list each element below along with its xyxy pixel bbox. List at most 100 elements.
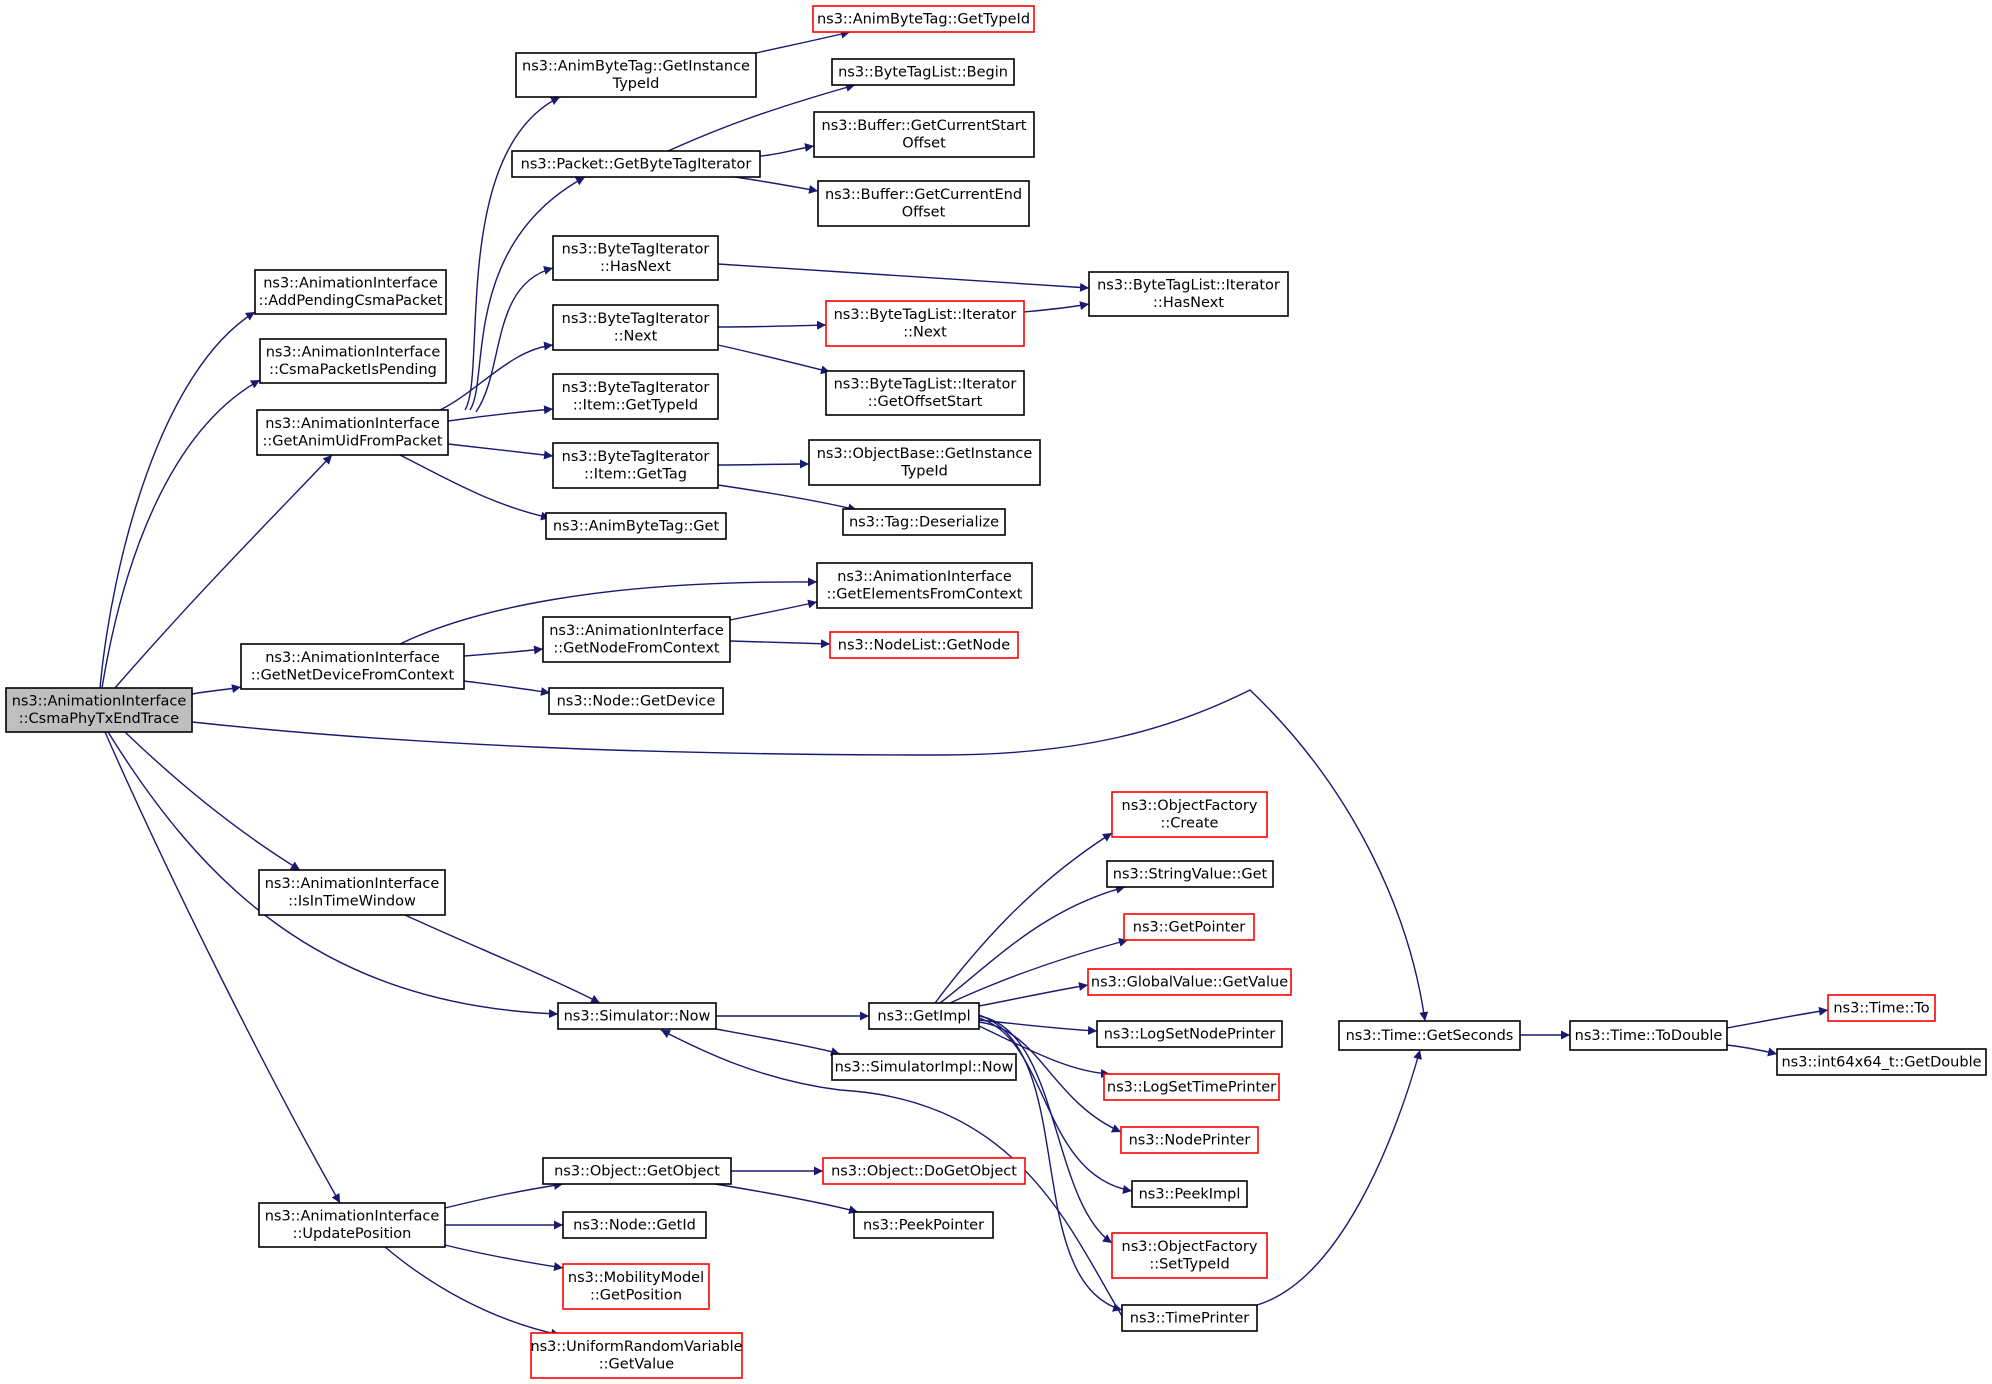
node-btiNext[interactable]: ns3::ByteTagIterator::Next xyxy=(552,304,719,351)
edges-layer xyxy=(99,29,1829,1338)
node-getImpl[interactable]: ns3::GetImpl xyxy=(868,1002,980,1030)
node-addPending[interactable]: ns3::AnimationInterface::AddPendingCsmaP… xyxy=(254,269,447,315)
node-objFactCreate[interactable]: ns3::ObjectFactory::Create xyxy=(1111,791,1268,838)
node-box xyxy=(557,1002,717,1030)
node-label-line: ns3::AnimationInterface xyxy=(12,694,187,710)
node-getAnimUid[interactable]: ns3::AnimationInterface::GetAnimUidFromP… xyxy=(256,409,449,456)
node-box xyxy=(548,687,724,715)
node-abtGet[interactable]: ns3::AnimByteTag::Get xyxy=(545,512,727,540)
node-label-line: TypeId xyxy=(900,464,948,480)
node-getPointer[interactable]: ns3::GetPointer xyxy=(1123,913,1255,941)
node-box xyxy=(816,562,1033,609)
node-box xyxy=(240,643,465,690)
node-box xyxy=(1123,913,1255,941)
node-label-line: ::Next xyxy=(614,329,658,345)
node-label-line: ns3::ByteTagList::Iterator xyxy=(834,377,1017,393)
node-label-line: ns3::Packet::GetByteTagIterator xyxy=(521,156,752,172)
node-box xyxy=(842,508,1006,536)
edge-getImpl-to-logSetTime xyxy=(978,1025,1111,1079)
node-label-line: ns3::Tag::Deserialize xyxy=(849,514,999,530)
node-btiHasNext[interactable]: ns3::ByteTagIterator::HasNext xyxy=(552,235,719,281)
edge-root-to-getNetDev xyxy=(191,684,242,695)
node-objDoGetObject[interactable]: ns3::Object::DoGetObject xyxy=(822,1157,1026,1185)
node-objFactSetType[interactable]: ns3::ObjectFactory::SetTypeId xyxy=(1111,1232,1268,1279)
node-box xyxy=(562,1211,707,1239)
node-peekImpl[interactable]: ns3::PeekImpl xyxy=(1131,1180,1248,1208)
node-box xyxy=(1120,1126,1259,1154)
node-btlBegin[interactable]: ns3::ByteTagList::Begin xyxy=(831,58,1015,86)
node-updatePos[interactable]: ns3::AnimationInterface::UpdatePosition xyxy=(258,1202,446,1248)
node-box xyxy=(853,1211,994,1239)
edge-root-to-getAnimUid xyxy=(114,454,333,689)
edge-getImpl-to-nodePrinter xyxy=(978,1021,1122,1133)
node-isInTime[interactable]: ns3::AnimationInterface::IsInTimeWindow xyxy=(258,869,446,916)
nodes-layer: ns3::AnimationInterface::CsmaPhyTxEndTra… xyxy=(5,5,1987,1379)
edge-getImpl-to-objFactCreate xyxy=(934,832,1113,1004)
node-timeTo[interactable]: ns3::Time::To xyxy=(1827,994,1936,1022)
node-isPending[interactable]: ns3::AnimationInterface::CsmaPacketIsPen… xyxy=(259,338,447,384)
node-box xyxy=(1121,1304,1258,1332)
node-nodePrinter[interactable]: ns3::NodePrinter xyxy=(1120,1126,1259,1154)
node-btiItemGetTag[interactable]: ns3::ByteTagIterator::Item::GetTag xyxy=(552,442,719,489)
node-timeGetSeconds[interactable]: ns3::Time::GetSeconds xyxy=(1338,1020,1521,1051)
node-nodeGetId[interactable]: ns3::Node::GetId xyxy=(562,1211,707,1239)
node-box xyxy=(825,370,1025,416)
node-label-line: ns3::AnimationInterface xyxy=(263,276,438,292)
node-timePrinter[interactable]: ns3::TimePrinter xyxy=(1121,1304,1258,1332)
node-logSetNode[interactable]: ns3::LogSetNodePrinter xyxy=(1096,1020,1283,1048)
node-box xyxy=(1131,1180,1248,1208)
node-simNow[interactable]: ns3::Simulator::Now xyxy=(557,1002,717,1030)
edge-timeToDouble-to-timeTo xyxy=(1726,1006,1829,1029)
node-label-line: ns3::AnimationInterface xyxy=(549,623,724,639)
node-box xyxy=(545,512,727,540)
node-mobGetPos[interactable]: ns3::MobilityModel::GetPosition xyxy=(562,1263,710,1310)
node-logSetTime[interactable]: ns3::LogSetTimePrinter xyxy=(1103,1073,1280,1101)
node-int64GetDouble[interactable]: ns3::int64x64_t::GetDouble xyxy=(1776,1048,1987,1076)
node-label-line: ns3::GetPointer xyxy=(1133,919,1246,935)
node-box xyxy=(1106,860,1274,888)
node-box xyxy=(1776,1048,1987,1076)
node-nodeListGetNode[interactable]: ns3::NodeList::GetNode xyxy=(829,631,1019,659)
edge-objGetObject-to-peekPointer xyxy=(714,1183,859,1215)
node-getNetDev[interactable]: ns3::AnimationInterface::GetNetDeviceFro… xyxy=(240,643,465,690)
node-label-line: ns3::ByteTagList::Iterator xyxy=(1097,278,1280,294)
edge-updatePos-to-urvGetValue xyxy=(384,1246,561,1338)
node-peekPointer[interactable]: ns3::PeekPointer xyxy=(853,1211,994,1239)
node-btlItNext[interactable]: ns3::ByteTagList::Iterator::Next xyxy=(825,300,1025,347)
node-label-line: ::HasNext xyxy=(600,259,671,275)
node-box xyxy=(1338,1020,1521,1051)
node-label-line: ::GetNodeFromContext xyxy=(553,641,719,657)
node-box xyxy=(5,687,193,733)
node-btlItHasNext[interactable]: ns3::ByteTagList::Iterator::HasNext xyxy=(1088,271,1289,317)
node-root[interactable]: ns3::AnimationInterface::CsmaPhyTxEndTra… xyxy=(5,687,193,733)
node-box xyxy=(829,631,1019,659)
node-objGetObject[interactable]: ns3::Object::GetObject xyxy=(542,1157,732,1185)
node-label-line: ns3::UniformRandomVariable xyxy=(530,1339,742,1355)
node-btlItOffStart[interactable]: ns3::ByteTagList::Iterator::GetOffsetSta… xyxy=(825,370,1025,416)
node-timeToDouble[interactable]: ns3::Time::ToDouble xyxy=(1569,1020,1728,1051)
node-tagDeser[interactable]: ns3::Tag::Deserialize xyxy=(842,508,1006,536)
node-box xyxy=(1103,1073,1280,1101)
node-btiItemTypeId[interactable]: ns3::ByteTagIterator::Item::GetTypeId xyxy=(552,373,719,420)
node-label-line: ns3::Buffer::GetCurrentStart xyxy=(822,118,1027,134)
node-label-line: ::Create xyxy=(1161,816,1219,832)
node-pktGetBTI[interactable]: ns3::Packet::GetByteTagIterator xyxy=(511,150,761,178)
node-simImplNow[interactable]: ns3::SimulatorImpl::Now xyxy=(831,1053,1017,1081)
node-getNodeCtx[interactable]: ns3::AnimationInterface::GetNodeFromCont… xyxy=(542,616,731,663)
node-label-line: ns3::ByteTagIterator xyxy=(562,380,710,396)
node-urvGetValue[interactable]: ns3::UniformRandomVariable::GetValue xyxy=(530,1332,743,1379)
edge-btlItNext-to-btlItHasNext xyxy=(1023,301,1090,313)
node-globalValGet[interactable]: ns3::GlobalValue::GetValue xyxy=(1087,968,1292,996)
edge-abtGetInstTypeId-to-abtGetTypeId xyxy=(755,29,851,54)
node-label-line: ns3::AnimationInterface xyxy=(837,569,1012,585)
node-strValGet[interactable]: ns3::StringValue::Get xyxy=(1106,860,1274,888)
node-abtGetTypeId[interactable]: ns3::AnimByteTag::GetTypeId xyxy=(812,5,1035,33)
node-getElems[interactable]: ns3::AnimationInterface::GetElementsFrom… xyxy=(816,562,1033,609)
edge-btiNext-to-btlItOffStart xyxy=(717,344,831,375)
node-nodeGetDevice[interactable]: ns3::Node::GetDevice xyxy=(548,687,724,715)
